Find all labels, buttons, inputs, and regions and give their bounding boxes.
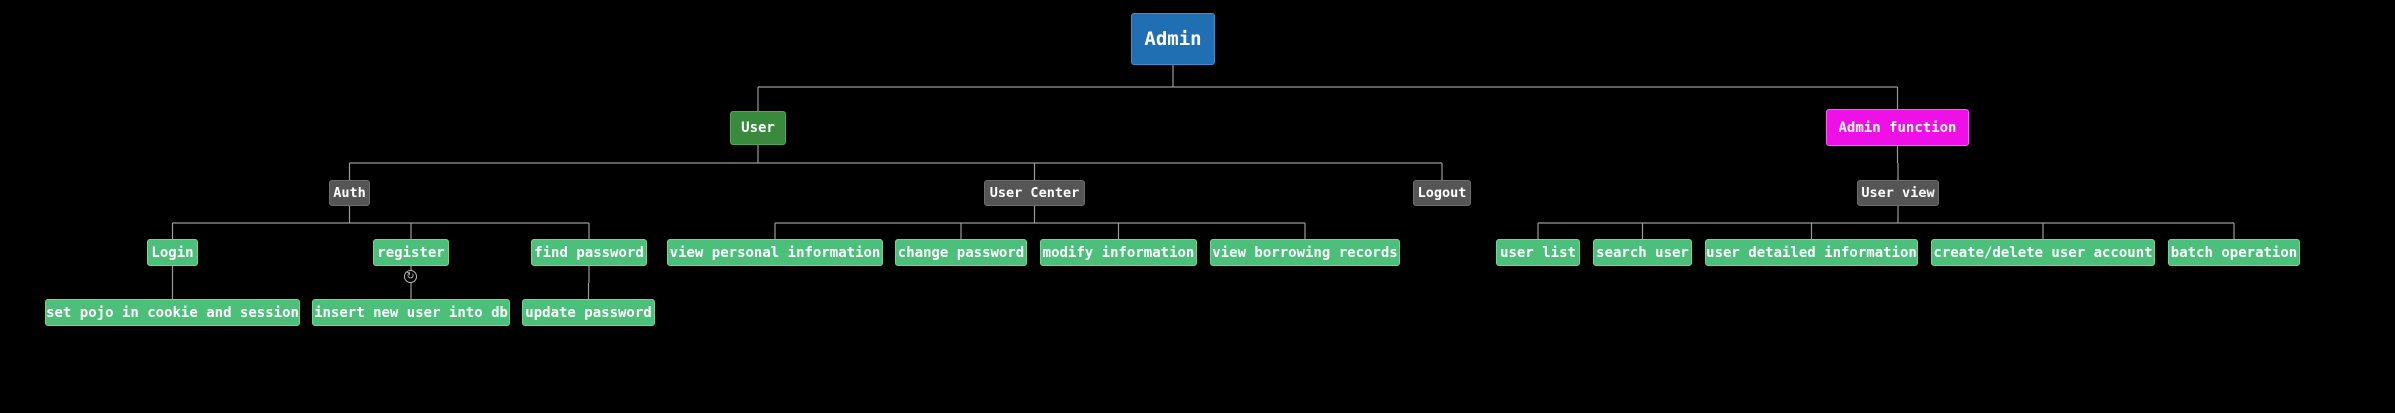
node-logout-label: Logout [1417,185,1467,201]
node-set-pojo-in-cookie-and-session[interactable]: set pojo in cookie and session [45,299,300,326]
node-find-password[interactable]: find password [531,239,647,266]
node-create-delete-user-account-label: create/delete user account [1933,244,2153,261]
node-user-view[interactable]: User view [1857,180,1939,206]
node-batch-operation[interactable]: batch operation [2168,239,2300,266]
node-login-label: Login [151,244,194,261]
node-user-center-label: User Center [989,185,1080,201]
node-change-password-label: change password [897,244,1025,261]
node-register-label: register [377,244,445,261]
node-admin-function[interactable]: Admin function [1826,109,1969,146]
node-batch-operation-label: batch operation [2170,244,2298,261]
node-user-detailed-information-label: user detailed information [1706,244,1917,261]
node-find-password-label: find password [534,244,644,261]
node-user-label: User [741,120,775,136]
node-update-password[interactable]: update password [522,299,655,326]
node-modify-information-label: modify information [1042,244,1195,261]
node-user-detailed-information[interactable]: user detailed information [1705,239,1918,266]
node-modify-information[interactable]: modify information [1040,239,1197,266]
node-user-view-label: User view [1861,185,1935,201]
node-view-personal-information-label: view personal information [669,244,881,261]
node-admin[interactable]: Admin [1131,13,1215,65]
node-insert-new-user-into-db[interactable]: insert new user into db [312,299,510,326]
node-auth[interactable]: Auth [329,180,370,206]
node-create-delete-user-account[interactable]: create/delete user account [1931,239,2155,266]
node-auth-label: Auth [333,185,366,201]
node-user[interactable]: User [730,111,786,145]
node-user-list[interactable]: user list [1496,239,1580,266]
node-update-password-label: update password [525,304,652,321]
clock-collapse-icon[interactable]: ↻ [404,270,417,283]
node-change-password[interactable]: change password [895,239,1027,266]
node-admin-function-label: Admin function [1838,119,1957,136]
node-logout[interactable]: Logout [1413,180,1471,206]
node-admin-label: Admin [1144,28,1202,50]
node-user-center[interactable]: User Center [984,180,1085,206]
node-view-borrowing-records[interactable]: view borrowing records [1210,239,1400,266]
node-insert-new-user-label: insert new user into db [314,304,508,321]
node-register[interactable]: register [373,239,449,266]
node-set-pojo-label: set pojo in cookie and session [46,304,299,321]
node-search-user-label: search user [1596,244,1689,261]
node-search-user[interactable]: search user [1593,239,1692,266]
node-view-personal-information[interactable]: view personal information [667,239,883,266]
node-login[interactable]: Login [147,239,198,266]
node-view-borrowing-records-label: view borrowing records [1212,244,1398,261]
node-user-list-label: user list [1500,244,1576,261]
